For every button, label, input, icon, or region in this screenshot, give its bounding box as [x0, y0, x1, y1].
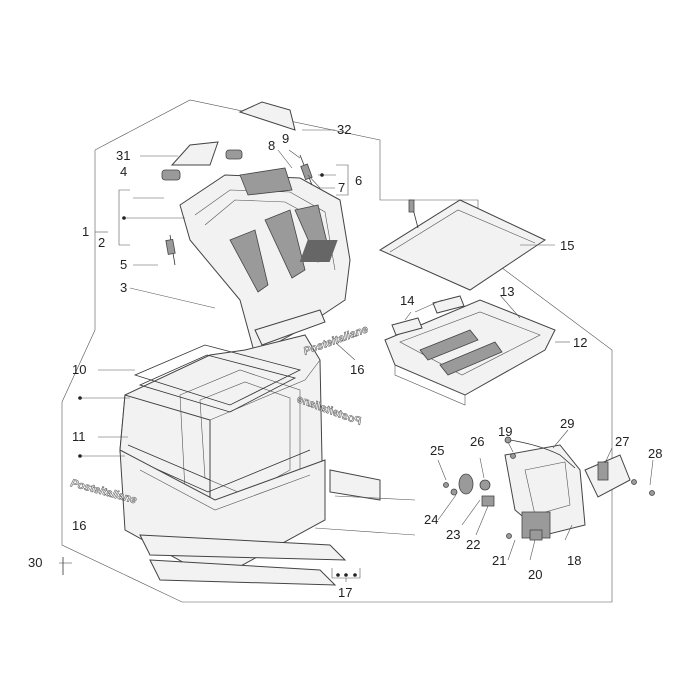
callout-24: 24 — [424, 512, 438, 527]
callout-3: 3 — [120, 280, 127, 295]
screw-28 — [631, 479, 637, 485]
callout-16-right: 16 — [350, 362, 364, 377]
callout-18: 18 — [567, 553, 581, 568]
callout-17: 17 — [338, 585, 352, 600]
assembly-outline — [61, 99, 613, 603]
bumper-4 — [161, 169, 181, 181]
callout-25: 25 — [430, 443, 444, 458]
callout-5: 5 — [120, 257, 127, 272]
dot-markers — [78, 173, 357, 577]
callout-23: 23 — [446, 527, 460, 542]
callout-30: 30 — [28, 555, 42, 570]
callout-21: 21 — [492, 553, 506, 568]
logo-decal-lid: Posteitaliane — [302, 323, 370, 357]
latch-housing-part — [521, 511, 551, 541]
screw-28b — [649, 490, 655, 496]
pad-strip-b — [432, 295, 465, 314]
callout-20: 20 — [528, 567, 542, 582]
lid-pad-32 — [238, 101, 296, 131]
callout-labels: 1 2 3 4 5 6 7 8 9 10 11 12 13 14 15 16 1… — [28, 122, 662, 600]
seal-strip-bottom — [149, 559, 337, 586]
leader-lines — [59, 129, 654, 582]
callout-26: 26 — [470, 434, 484, 449]
callout-29: 29 — [560, 416, 574, 431]
seal-strip-lower — [139, 534, 347, 561]
bumper-top — [225, 149, 243, 160]
release-cable-part — [504, 436, 576, 469]
callout-6: 6 — [355, 173, 362, 188]
seal-strip — [329, 469, 381, 501]
callout-10: 10 — [72, 362, 86, 377]
callout-4: 4 — [120, 164, 127, 179]
lock-cylinder-part — [450, 473, 495, 507]
callout-15: 15 — [560, 238, 574, 253]
screw-19 — [510, 453, 516, 459]
callout-27: 27 — [615, 434, 629, 449]
lid-pad-31 — [170, 141, 219, 166]
callout-2: 2 — [98, 235, 105, 250]
callout-31: 31 — [116, 148, 130, 163]
pad-strip-a — [391, 317, 423, 336]
lid-part — [179, 167, 351, 356]
gas-strut-left — [165, 234, 176, 266]
callout-9: 9 — [282, 131, 289, 146]
vent-grid — [299, 240, 338, 262]
callout-8: 8 — [268, 138, 275, 153]
screw-21 — [506, 533, 512, 539]
callout-13: 13 — [500, 284, 514, 299]
inner-tray-part — [384, 299, 556, 406]
callout-7: 7 — [338, 180, 345, 195]
gas-strut-right — [299, 154, 313, 186]
callout-28: 28 — [648, 446, 662, 461]
liner-panel-part — [299, 199, 547, 291]
callout-22: 22 — [466, 537, 480, 552]
callout-16-left: 16 — [72, 518, 86, 533]
callout-14: 14 — [400, 293, 414, 308]
callout-19: 19 — [498, 424, 512, 439]
hinge-bracket-part — [584, 454, 631, 498]
callout-1: 1 — [82, 224, 89, 239]
screw-25 — [443, 482, 449, 488]
callout-11: 11 — [72, 429, 86, 444]
callout-12: 12 — [573, 335, 587, 350]
callout-32: 32 — [337, 122, 351, 137]
